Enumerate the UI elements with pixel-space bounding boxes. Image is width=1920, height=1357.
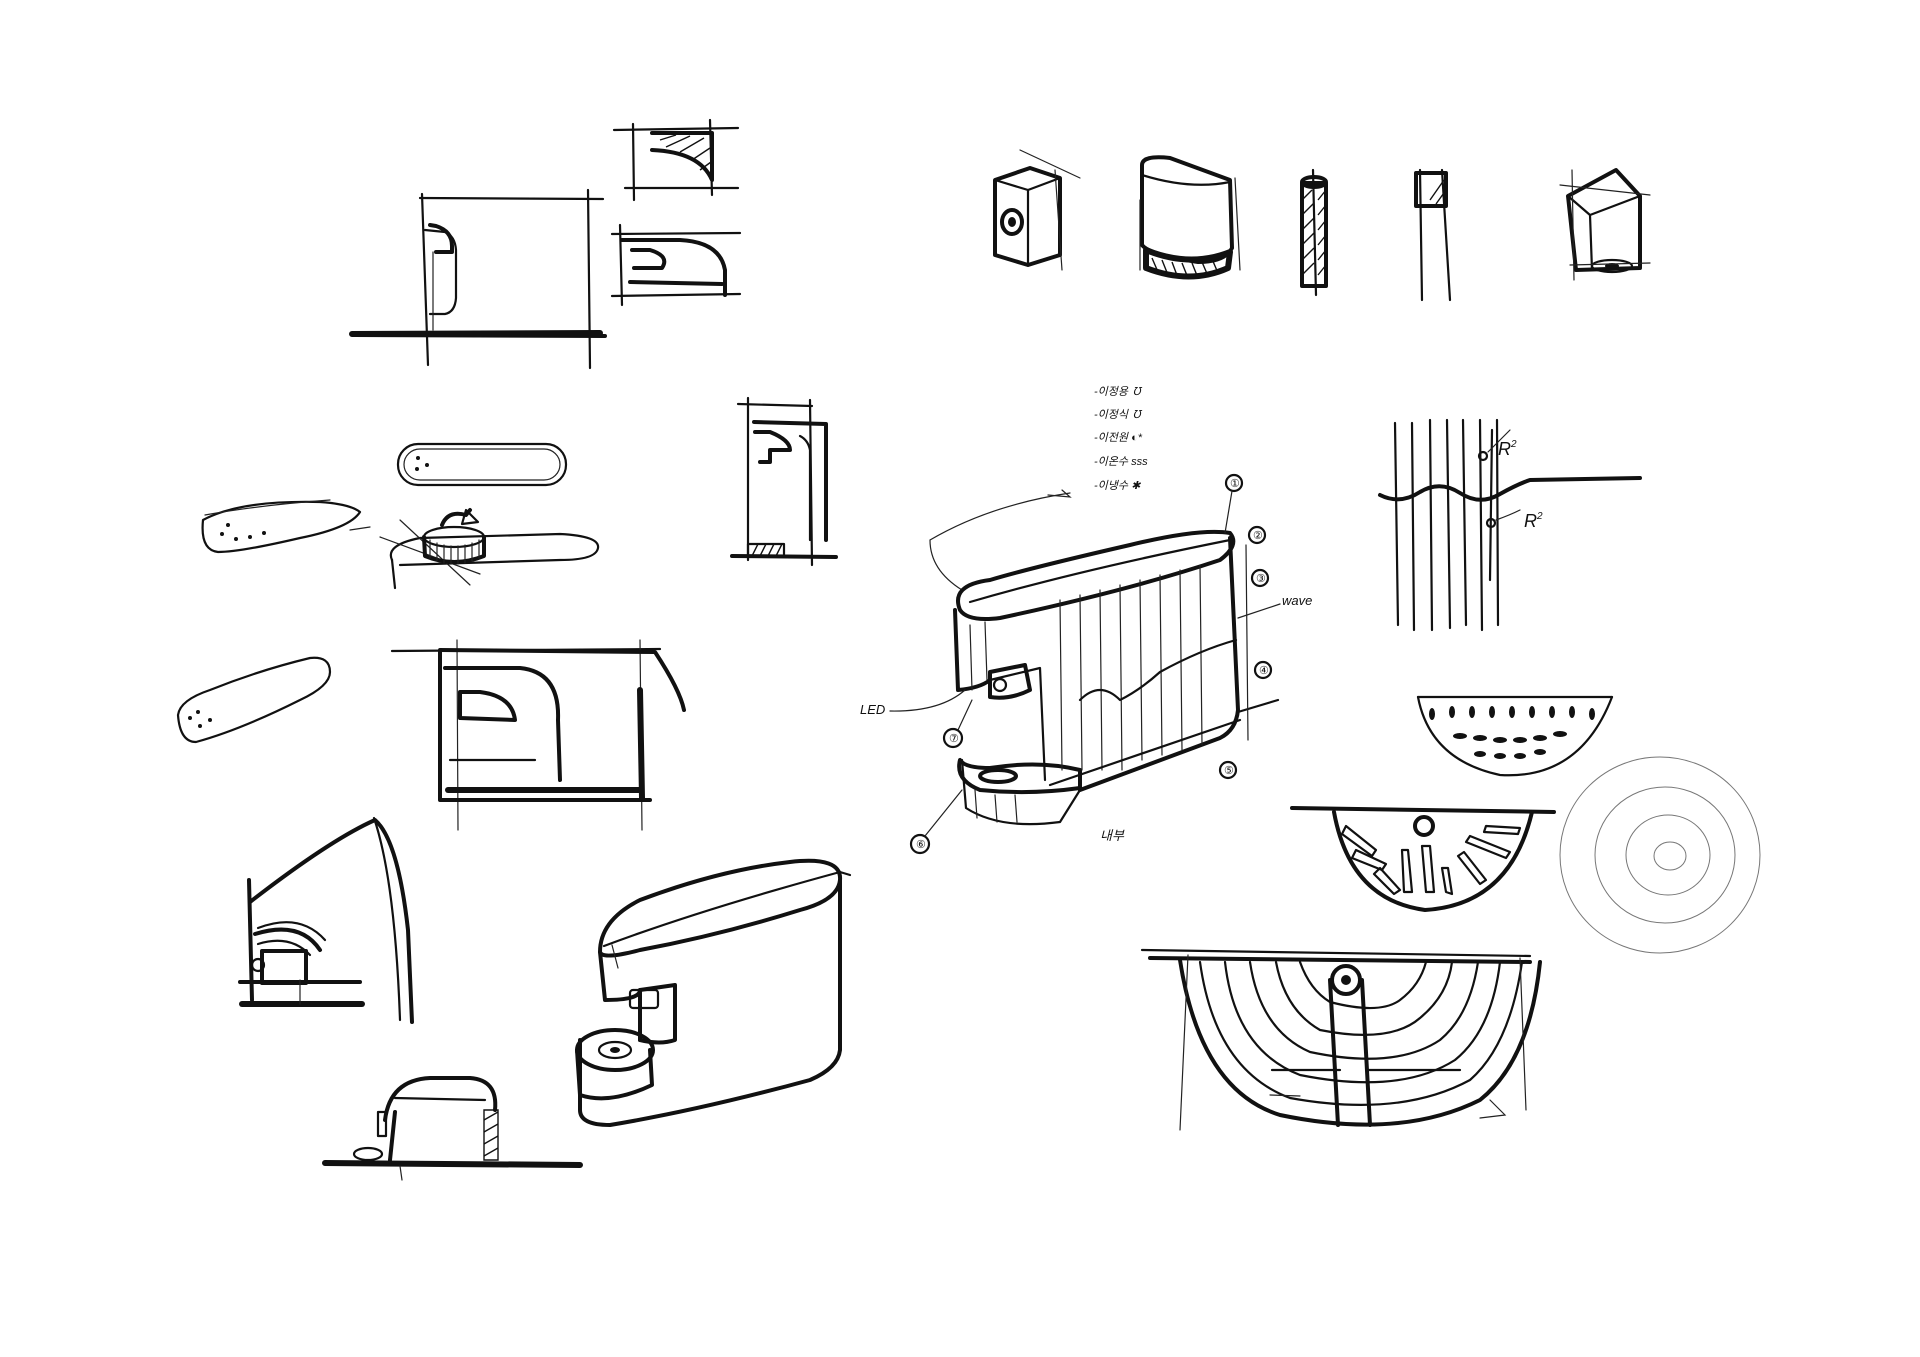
sketch-detail-spout-side bbox=[612, 225, 740, 305]
legend-item-4: -이온수 sss bbox=[1094, 455, 1148, 468]
sketch-curved-handle-mid bbox=[178, 658, 330, 742]
wave-label: wave bbox=[1282, 593, 1312, 608]
callout-5: ⑤ bbox=[1224, 765, 1234, 777]
callout-6: ⑥ bbox=[916, 839, 926, 851]
sketch-part-pin bbox=[1416, 170, 1450, 300]
sketch-machine-annotated: ① ② ③ ④ ⑤ ⑥ ⑦ LED wave 내부 bbox=[860, 475, 1312, 853]
sketch-top-plate-oval bbox=[398, 444, 566, 485]
callout-1: ① bbox=[1230, 478, 1240, 490]
sketch-side-profile-framed bbox=[352, 190, 605, 368]
sketch-machine-front-small bbox=[325, 1078, 580, 1180]
callout-3: ③ bbox=[1256, 573, 1266, 585]
legend-item-1: -이정용 ℧ bbox=[1094, 385, 1143, 398]
legend-item-2: -이정식 ℧ bbox=[1094, 408, 1143, 421]
sketch-concentric-circles bbox=[1560, 757, 1760, 953]
sketch-drain-ribbed-large bbox=[1142, 950, 1540, 1130]
radius-label-top: R2 bbox=[1498, 439, 1517, 459]
callout-7: ⑦ bbox=[949, 733, 959, 745]
sketch-wave-detail: R2 R2 bbox=[1380, 420, 1640, 630]
callout-4: ④ bbox=[1259, 665, 1269, 677]
sketch-detail-corner-top bbox=[614, 120, 738, 200]
bottom-note: 내부 bbox=[1100, 828, 1125, 843]
sketch-curved-handle-top bbox=[203, 500, 370, 552]
sketch-part-cube bbox=[995, 150, 1080, 270]
sketch-machine-perspective-main bbox=[577, 861, 850, 1125]
sketch-drain-dotted bbox=[1418, 697, 1612, 775]
sketch-tall-profile-right bbox=[732, 398, 836, 565]
sketch-part-column bbox=[1302, 170, 1326, 295]
led-label: LED bbox=[860, 702, 885, 717]
callouts: ① ② ③ ④ ⑤ ⑥ ⑦ bbox=[911, 475, 1271, 853]
callout-2: ② bbox=[1253, 530, 1263, 542]
sketch-machine-side-arch bbox=[240, 818, 412, 1022]
legend-item-5: -이냉수 ✱ bbox=[1094, 479, 1141, 492]
sketch-part-cap bbox=[1140, 157, 1240, 278]
sketch-drain-slotted bbox=[1292, 808, 1554, 910]
legend-item-3: -이전원 ◐* bbox=[1094, 431, 1143, 444]
sketch-part-box-tilted bbox=[1560, 170, 1650, 280]
radius-label-bottom: R2 bbox=[1524, 511, 1543, 531]
sketch-large-profile-center bbox=[392, 640, 684, 830]
sketch-dial-knob bbox=[380, 510, 598, 588]
legend-notes: -이정용 ℧ -이정식 ℧ -이전원 ◐* -이온수 sss -이냉수 ✱ bbox=[1094, 385, 1148, 492]
